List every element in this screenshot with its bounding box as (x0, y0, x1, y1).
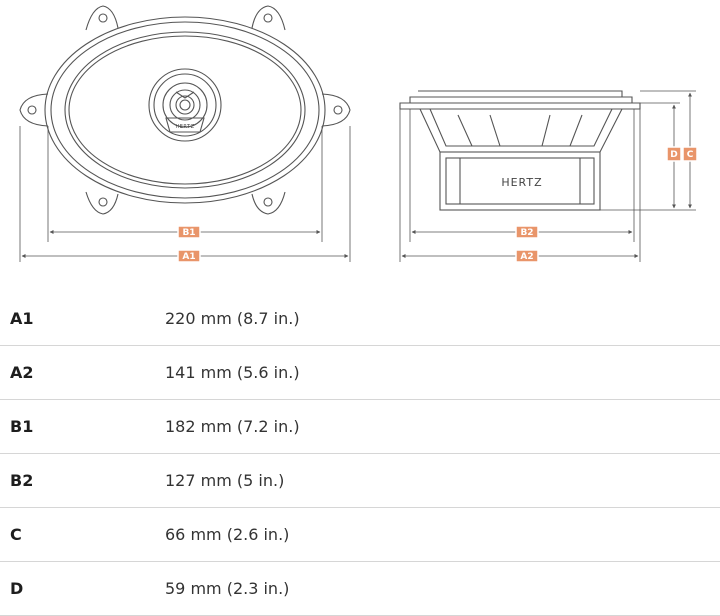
svg-text:B2: B2 (520, 228, 533, 238)
mounting-tab-right (321, 93, 351, 127)
svg-text:A2: A2 (520, 252, 533, 262)
front-view (19, 5, 351, 215)
row-value: 59 mm (2.3 in.) (165, 579, 290, 598)
mounting-tab-top-right (251, 5, 286, 31)
tag-a2: A2 (515, 249, 539, 263)
speaker-dimension-drawing: HERTZ B1 A1 HERTZ (19, 5, 698, 263)
svg-text:A1: A1 (182, 252, 195, 262)
svg-text:C: C (687, 150, 694, 160)
row-value: 127 mm (5 in.) (165, 471, 285, 490)
table-row: B1 182 mm (7.2 in.) (0, 400, 720, 454)
table-row: B2 127 mm (5 in.) (0, 454, 720, 508)
row-label: A2 (10, 363, 34, 382)
side-brand-label: HERTZ (501, 176, 542, 189)
mounting-tab-bottom-left (85, 191, 119, 215)
table-row: D 59 mm (2.3 in.) (0, 562, 720, 616)
table-row: A1 220 mm (8.7 in.) (0, 292, 720, 346)
tweeter (148, 68, 222, 142)
row-value: 220 mm (8.7 in.) (165, 309, 300, 328)
cone-outer-ellipse (64, 31, 306, 189)
side-view (399, 90, 641, 211)
table-row: C 66 mm (2.6 in.) (0, 508, 720, 562)
mounting-tab-left (19, 93, 49, 127)
row-label: C (10, 525, 22, 544)
front-dimension-lines (19, 126, 351, 262)
tag-b2: B2 (515, 225, 539, 239)
frame-outer-ellipse (44, 16, 326, 204)
table-row: A2 141 mm (5.6 in.) (0, 346, 720, 400)
svg-text:B1: B1 (182, 228, 195, 238)
row-label: D (10, 579, 24, 598)
side-dimension-lines (399, 90, 696, 262)
mounting-tab-bottom-right (251, 191, 286, 215)
tag-c: C (682, 146, 698, 162)
tag-b1: B1 (177, 225, 201, 239)
side-flange (399, 102, 641, 110)
tag-a1: A1 (177, 249, 201, 263)
row-value: 182 mm (7.2 in.) (165, 417, 300, 436)
tweeter-brand-label: HERTZ (175, 124, 194, 130)
mounting-tab-top-left (85, 5, 119, 31)
svg-text:D: D (670, 150, 677, 160)
row-value: 66 mm (2.6 in.) (165, 525, 290, 544)
row-label: B2 (10, 471, 34, 490)
side-magnet (439, 151, 601, 211)
row-label: B1 (10, 417, 34, 436)
row-value: 141 mm (5.6 in.) (165, 363, 300, 382)
dimensions-table: A1 220 mm (8.7 in.) A2 141 mm (5.6 in.) … (0, 292, 720, 616)
row-label: A1 (10, 309, 34, 328)
frame-rim-ellipse (50, 21, 320, 199)
cone-inner-ellipse (68, 35, 302, 185)
tag-d: D (666, 146, 682, 162)
